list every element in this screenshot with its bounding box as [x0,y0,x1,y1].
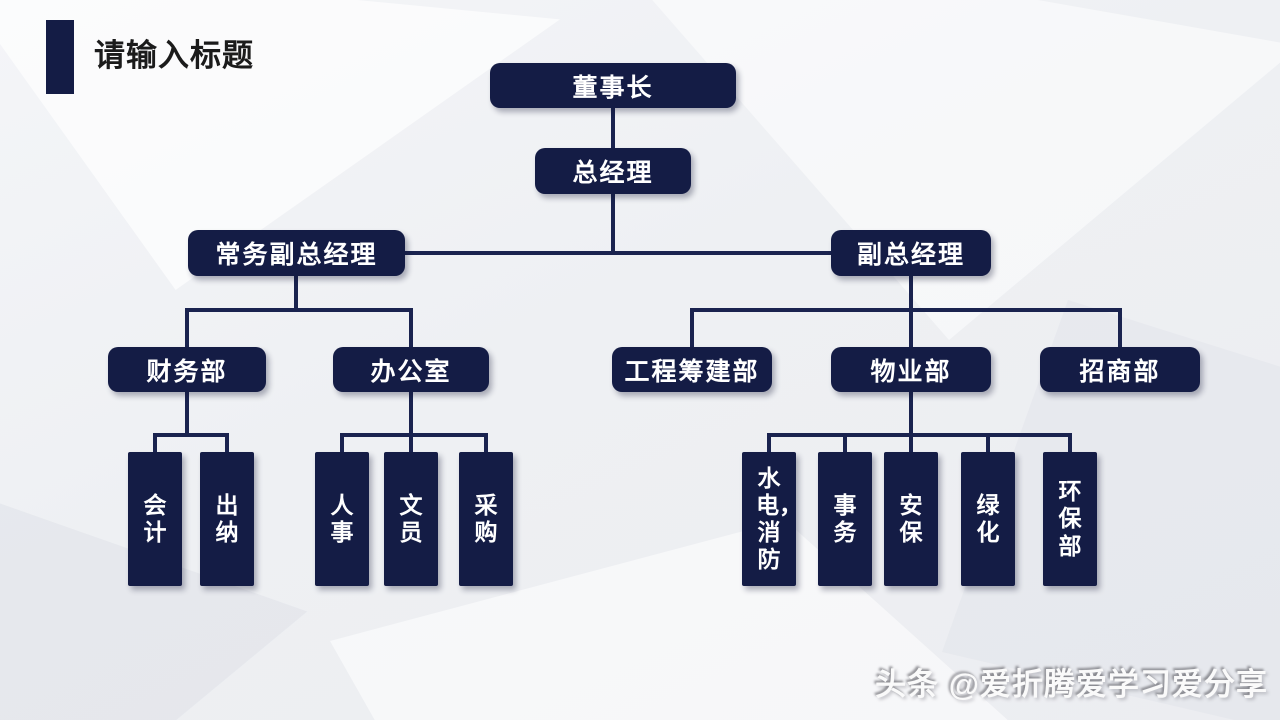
connector-office-children-rail [340,433,488,437]
connector-left-dept-rail [185,308,413,312]
org-node-affairs[interactable]: 事务 [818,452,872,586]
org-node-greening[interactable]: 绿化 [961,452,1015,586]
org-node-utilities-fire[interactable]: 水电，消防 [742,452,803,586]
node-label: 文员 [399,491,423,545]
connector-engineering-drop [690,308,694,347]
connector-affairs-drop [843,433,847,452]
org-node-engineering-dept[interactable]: 工程筹建部 [612,347,772,392]
connector-right-dept-rail [690,308,1122,312]
org-node-exec-deputy-gm[interactable]: 常务副总经理 [188,230,405,276]
node-label: 人事 [330,491,354,545]
org-node-security[interactable]: 安保 [884,452,938,586]
connector-investment-drop [1118,308,1122,347]
org-node-cashier[interactable]: 出纳 [200,452,254,586]
watermark-text: 头条 @爱折腾爱学习爱分享 [875,667,1268,702]
node-label: 安保 [899,491,923,545]
title-accent-bar [46,20,74,94]
org-node-investment-dept[interactable]: 招商部 [1040,347,1200,392]
node-label: 水电，消防 [756,464,803,573]
node-label: 出纳 [215,491,239,545]
connector-exec-deputy-drop [294,276,298,310]
node-label: 绿化 [976,491,1000,545]
org-node-property-dept[interactable]: 物业部 [831,347,991,392]
connector-utilities-drop [767,433,771,452]
org-node-accounting[interactable]: 会计 [128,452,182,586]
org-node-chairman[interactable]: 董事长 [490,63,736,108]
org-node-procurement[interactable]: 采购 [459,452,513,586]
connector-property-children-rail [767,433,1072,437]
connector-branch-rail [405,251,831,255]
connector-hr-drop [340,433,344,452]
connector-accounting-drop [153,433,157,452]
node-label: 事务 [833,491,857,545]
org-node-environment-dept[interactable]: 环保部 [1043,452,1097,586]
org-node-clerk[interactable]: 文员 [384,452,438,586]
node-label: 采购 [474,491,498,545]
org-node-deputy-gm[interactable]: 副总经理 [831,230,991,276]
org-node-general-manager[interactable]: 总经理 [535,148,691,194]
org-node-office[interactable]: 办公室 [333,347,489,392]
connector-cashier-drop [225,433,229,452]
org-node-hr[interactable]: 人事 [315,452,369,586]
page-title-placeholder[interactable]: 请输入标题 [94,38,254,73]
connector-environment-drop [1068,433,1072,452]
connector-procurement-drop [484,433,488,452]
connector-greening-drop [986,433,990,452]
org-node-finance-dept[interactable]: 财务部 [108,347,266,392]
node-label: 环保部 [1058,478,1082,559]
node-label: 会计 [143,491,167,545]
connector-finance-children-rail [153,433,229,437]
